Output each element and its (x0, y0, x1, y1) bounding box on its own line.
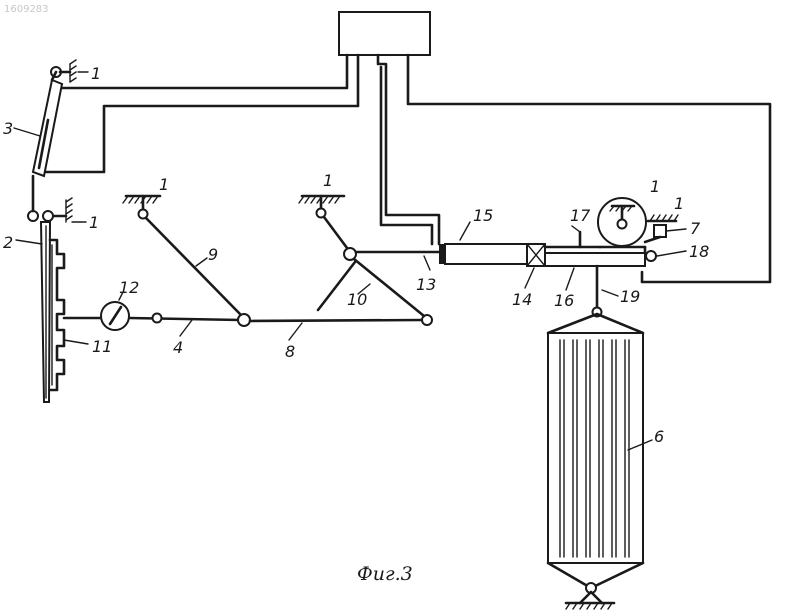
ground-support-bottom (566, 583, 614, 609)
label-1-top-left: 1 (91, 64, 101, 83)
rod-8 (250, 320, 423, 321)
label-19: 19 (620, 287, 640, 306)
cylinder-15 (445, 244, 527, 264)
block-18-roller (646, 251, 656, 261)
load-6 (548, 314, 643, 588)
label-2: 2 (3, 233, 13, 252)
label-12: 12 (119, 278, 139, 297)
figure-caption: Фиг.3 (357, 563, 413, 585)
hinge-support-9 (123, 196, 160, 219)
sensor-7 (645, 215, 686, 242)
label-13: 13 (416, 275, 436, 294)
label-1-lower-left: 1 (89, 213, 99, 232)
hinge-support-lower-left (28, 176, 72, 222)
gauge-12 (101, 302, 129, 330)
label-16: 16 (554, 291, 574, 310)
gripper-11 (50, 240, 64, 390)
link-10-upper (324, 217, 350, 252)
drum-pulley (598, 198, 646, 246)
joint-4-8 (238, 314, 250, 326)
label-8: 8 (285, 342, 295, 361)
label-4: 4 (173, 338, 183, 357)
cylinder-3 (33, 72, 62, 176)
hinge-support-top-left (51, 60, 76, 82)
label-6: 6 (654, 427, 664, 446)
link-9 (146, 218, 240, 314)
label-1-link10: 1 (323, 171, 333, 190)
label-1-sensor: 1 (674, 194, 684, 213)
arm-2 (41, 222, 50, 402)
label-1-drum: 1 (650, 177, 660, 196)
hinge-support-10 (299, 196, 344, 218)
document-stamp: 1609283 (4, 4, 49, 15)
label-15: 15 (473, 206, 493, 225)
label-3: 3 (3, 119, 13, 138)
label-11: 11 (92, 337, 112, 356)
label-7: 7 (690, 219, 701, 238)
label-17: 17 (570, 206, 591, 225)
label-9: 9 (208, 245, 218, 264)
carriage-16 (545, 247, 645, 266)
label-1-link9: 1 (159, 175, 169, 194)
control-unit-box (339, 12, 430, 55)
rail-17 (545, 226, 600, 247)
rod-4 (64, 314, 240, 323)
element-14 (527, 244, 545, 266)
label-10: 10 (347, 290, 367, 309)
label-18: 18 (689, 242, 709, 261)
label-14: 14 (512, 290, 532, 309)
